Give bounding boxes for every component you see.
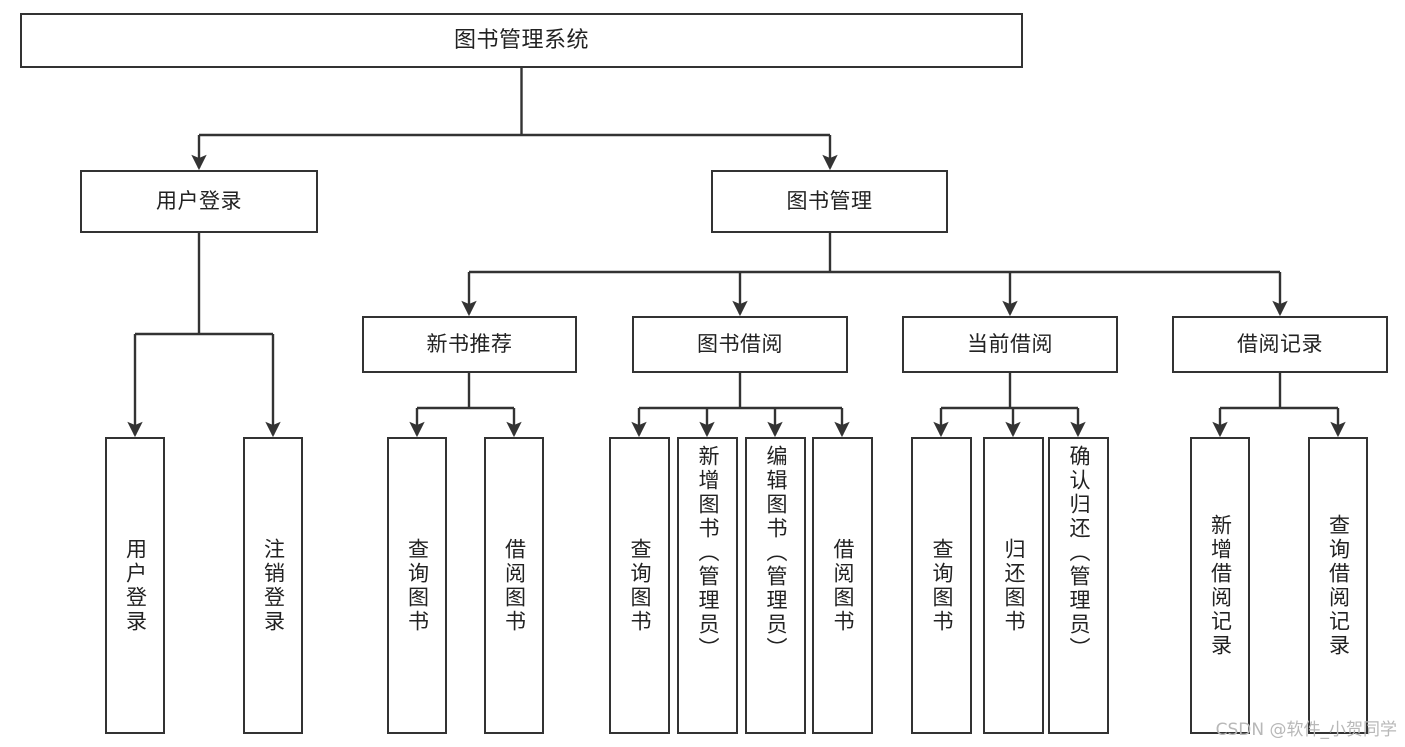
node-label: 用户登录 xyxy=(156,189,242,214)
node-user-login[interactable]: 用户登录 xyxy=(80,170,318,233)
node-borrow-record[interactable]: 借阅记录 xyxy=(1172,316,1388,373)
node-label: 新增图书（管理员） xyxy=(696,445,720,661)
node-new-book-recommend[interactable]: 新书推荐 xyxy=(362,316,577,373)
node-label: 查询借阅记录 xyxy=(1326,513,1351,658)
node-label: 编辑图书（管理员） xyxy=(764,445,788,661)
node-book-borrow[interactable]: 图书借阅 xyxy=(632,316,848,373)
node-label: 查询图书 xyxy=(628,537,652,634)
node-label: 查询图书 xyxy=(930,537,954,634)
leaf-add-book-admin[interactable]: 新增图书（管理员） xyxy=(677,437,738,734)
leaf-query-book-borrow[interactable]: 查询图书 xyxy=(609,437,670,734)
leaf-query-book-newbook[interactable]: 查询图书 xyxy=(387,437,447,734)
leaf-confirm-return-admin[interactable]: 确认归还（管理员） xyxy=(1048,437,1109,734)
leaf-user-login[interactable]: 用户登录 xyxy=(105,437,165,734)
node-label: 注销登录 xyxy=(261,537,286,634)
node-label: 新增借阅记录 xyxy=(1208,513,1233,658)
node-book-management[interactable]: 图书管理 xyxy=(711,170,948,233)
node-label: 图书管理 xyxy=(786,189,873,214)
node-label: 借阅图书 xyxy=(502,537,527,634)
node-label: 确认归还（管理员） xyxy=(1067,445,1091,661)
node-root-library-system[interactable]: 图书管理系统 xyxy=(20,13,1023,68)
node-label: 归还图书 xyxy=(1002,537,1026,634)
leaf-return-book[interactable]: 归还图书 xyxy=(983,437,1044,734)
node-label: 图书借阅 xyxy=(697,332,783,357)
node-label: 查询图书 xyxy=(405,537,430,634)
leaf-borrow-book[interactable]: 借阅图书 xyxy=(812,437,873,734)
leaf-logout[interactable]: 注销登录 xyxy=(243,437,303,734)
node-label: 图书管理系统 xyxy=(453,27,589,53)
node-label: 新书推荐 xyxy=(426,332,513,357)
leaf-borrow-book-newbook[interactable]: 借阅图书 xyxy=(484,437,544,734)
leaf-query-book-current[interactable]: 查询图书 xyxy=(911,437,972,734)
leaf-query-borrow-record[interactable]: 查询借阅记录 xyxy=(1308,437,1368,734)
node-current-borrow[interactable]: 当前借阅 xyxy=(902,316,1118,373)
node-label: 借阅记录 xyxy=(1237,332,1323,357)
node-label: 当前借阅 xyxy=(967,332,1053,357)
node-label: 用户登录 xyxy=(123,537,148,634)
node-label: 借阅图书 xyxy=(831,537,855,634)
leaf-add-borrow-record[interactable]: 新增借阅记录 xyxy=(1190,437,1250,734)
watermark-text: CSDN @软件_小贺同学 xyxy=(1215,720,1397,740)
leaf-edit-book-admin[interactable]: 编辑图书（管理员） xyxy=(745,437,806,734)
